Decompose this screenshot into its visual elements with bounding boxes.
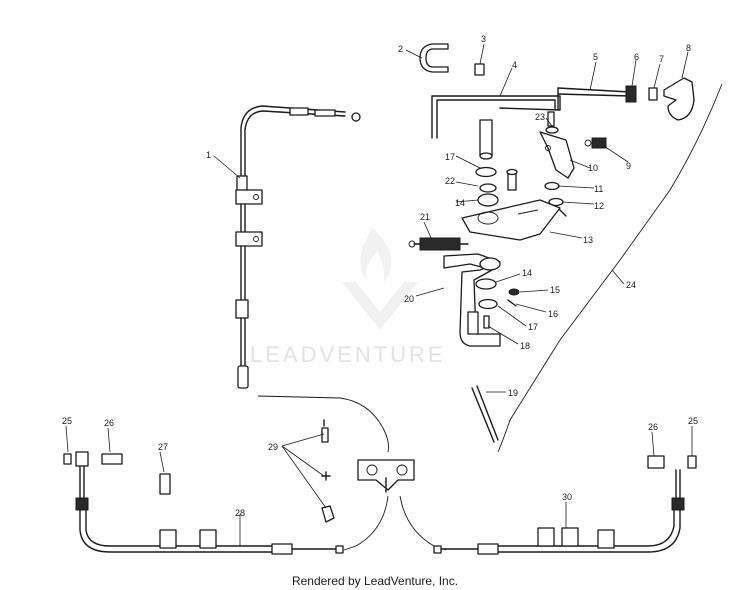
pin-19 bbox=[471, 385, 499, 443]
callout-28: 28 bbox=[235, 508, 245, 518]
lever-bracket-20 bbox=[443, 253, 501, 347]
lower-hardware bbox=[475, 278, 520, 329]
cable-assembly-1 bbox=[235, 105, 361, 389]
plate-13 bbox=[461, 199, 561, 241]
clip-9 bbox=[584, 137, 607, 149]
footer-credit: Rendered by LeadVenture, Inc. bbox=[291, 574, 459, 588]
rod-4 bbox=[431, 95, 561, 139]
callout-17-upper: 17 bbox=[445, 152, 455, 162]
fasteners-29 bbox=[321, 419, 335, 523]
callout-2: 2 bbox=[398, 44, 403, 54]
callout-7: 7 bbox=[659, 54, 664, 64]
handle-rod-5 bbox=[557, 87, 631, 111]
nut-3 bbox=[474, 63, 485, 76]
cable-assembly-28 bbox=[63, 451, 344, 555]
leader-lines bbox=[65, 43, 693, 546]
callout-9: 9 bbox=[626, 161, 631, 171]
callout-25-left: 25 bbox=[62, 416, 72, 426]
callout-14-upper: 14 bbox=[455, 198, 465, 208]
bracket-10 bbox=[539, 131, 575, 179]
callout-3: 3 bbox=[481, 34, 486, 44]
callout-16: 16 bbox=[548, 309, 558, 319]
callout-20: 20 bbox=[404, 294, 414, 304]
t-handle-8 bbox=[663, 77, 695, 121]
callout-10: 10 bbox=[588, 163, 598, 173]
callout-18: 18 bbox=[520, 341, 530, 351]
watermark-logo bbox=[342, 228, 418, 330]
callout-17-lower: 17 bbox=[528, 322, 538, 332]
callout-29: 29 bbox=[268, 442, 278, 452]
callout-30: 30 bbox=[562, 492, 572, 502]
callout-27: 27 bbox=[158, 442, 168, 452]
callout-labels: 1 2 3 4 5 6 7 8 9 10 11 12 13 14 14 15 1… bbox=[62, 34, 698, 518]
callout-8: 8 bbox=[686, 43, 691, 53]
kit-outline-24 bbox=[497, 83, 723, 453]
spring-21 bbox=[408, 237, 469, 251]
callout-26-right: 26 bbox=[648, 422, 658, 432]
callout-24: 24 bbox=[626, 280, 636, 290]
bushing-stack bbox=[475, 119, 518, 207]
callout-1: 1 bbox=[206, 150, 211, 160]
callout-11: 11 bbox=[594, 184, 603, 194]
callout-22: 22 bbox=[445, 176, 455, 186]
callout-21: 21 bbox=[420, 212, 430, 222]
callout-5: 5 bbox=[593, 52, 598, 62]
callout-26-left: 26 bbox=[104, 418, 114, 428]
watermark-text: LEADVENTURE bbox=[250, 342, 446, 367]
callout-25-right: 25 bbox=[688, 416, 698, 426]
bolt-23 bbox=[545, 111, 559, 134]
callout-19: 19 bbox=[508, 388, 518, 398]
cable-assembly-30 bbox=[433, 455, 697, 555]
callout-6: 6 bbox=[634, 52, 639, 62]
bushing-7 bbox=[648, 87, 658, 101]
callout-12: 12 bbox=[594, 201, 604, 211]
callout-15: 15 bbox=[550, 285, 560, 295]
center-bracket bbox=[257, 395, 447, 551]
callout-4: 4 bbox=[512, 60, 517, 70]
coil-6 bbox=[625, 85, 637, 103]
callout-14-lower: 14 bbox=[522, 268, 532, 278]
callout-23: 23 bbox=[535, 112, 545, 122]
callout-13: 13 bbox=[583, 235, 593, 245]
u-bolt-2 bbox=[419, 43, 449, 73]
